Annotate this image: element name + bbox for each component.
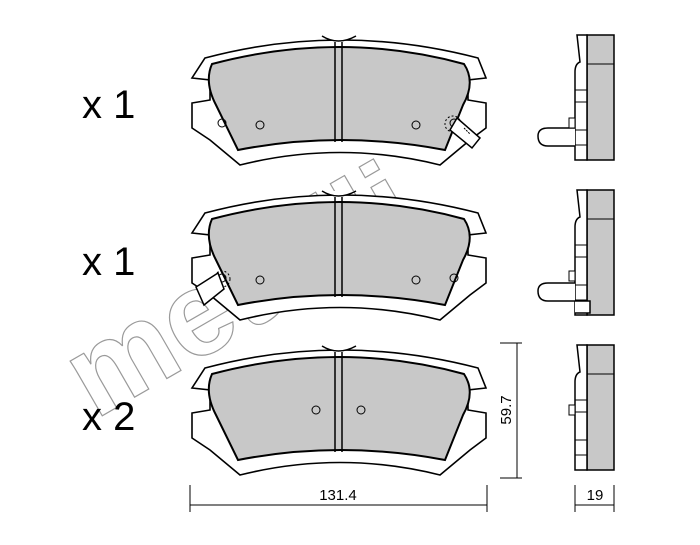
height-value: 59.7 bbox=[498, 395, 515, 424]
pad-side-view-1 bbox=[537, 34, 615, 161]
pad-front-view-2 bbox=[191, 190, 487, 321]
height-dimension: 59.7 bbox=[498, 342, 522, 479]
quantity-label-row-1: x 1 bbox=[82, 83, 135, 127]
pad-side-view-2 bbox=[537, 189, 615, 316]
thickness-dimension: 19 bbox=[574, 485, 615, 512]
thickness-value: 19 bbox=[587, 487, 604, 504]
pad-side-view-3 bbox=[568, 344, 615, 471]
quantity-label-row-3: x 2 bbox=[82, 395, 135, 439]
wear-sensor-icon bbox=[444, 115, 482, 150]
pad-front-view-3 bbox=[191, 345, 487, 476]
width-dimension: 131.4 bbox=[189, 485, 488, 512]
width-value: 131.4 bbox=[319, 487, 357, 504]
pad-front-view-1 bbox=[191, 35, 487, 166]
quantity-label-row-2: x 1 bbox=[82, 240, 135, 284]
wear-sensor-icon bbox=[195, 270, 231, 307]
